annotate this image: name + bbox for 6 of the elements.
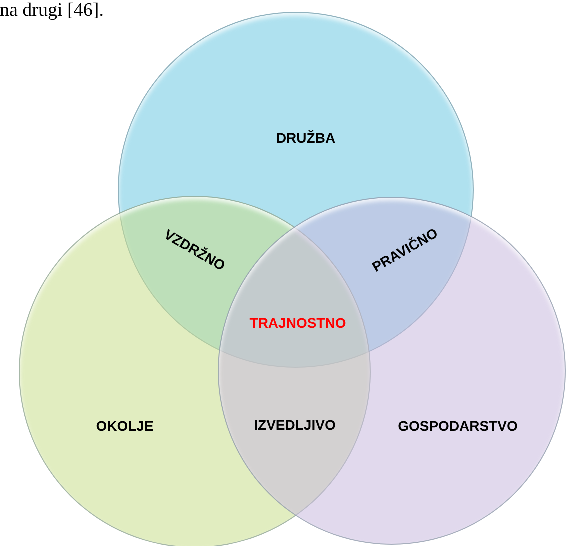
overlap-label: IZVEDLJIVO	[254, 417, 336, 433]
body-text: na drugi [46].	[0, 0, 104, 22]
circle-label: DRUŽBA	[276, 130, 336, 146]
overlap-label: TRAJNOSTNO	[250, 315, 346, 331]
circle-label: GOSPODARSTVO	[398, 418, 518, 434]
circle-label: OKOLJE	[96, 418, 154, 434]
